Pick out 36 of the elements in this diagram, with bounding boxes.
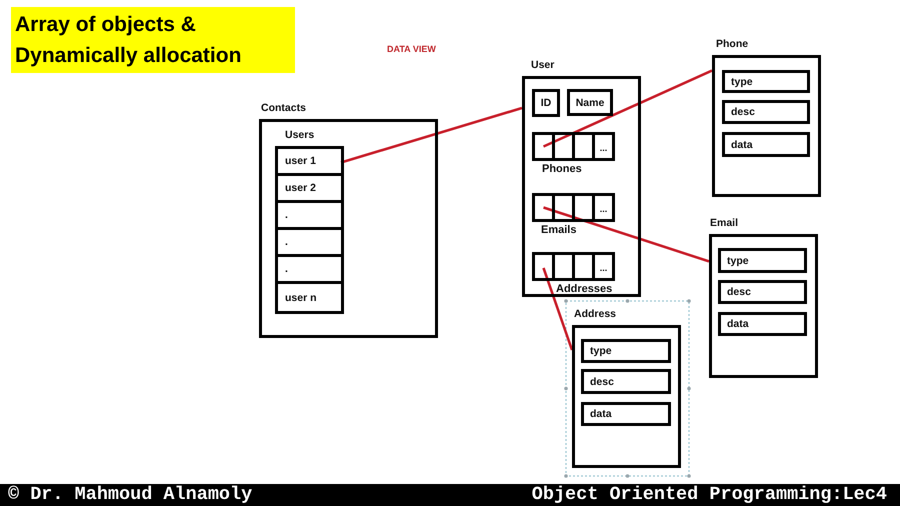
array-label: Phones [542,163,582,175]
member-field: Name [567,89,613,116]
member-field: desc [722,100,810,124]
ellipsis-text: ... [598,203,608,216]
member-field: data [581,402,671,426]
member-field: type [722,70,810,93]
member-field: type [718,248,807,273]
course-label: Object Oriented Programming:Lec4 [532,484,887,506]
box-heading: Contacts [261,102,306,114]
member-field: desc [581,369,671,394]
connector-line [543,206,710,263]
member-field: desc [718,280,807,304]
section-label: DATA VIEW [387,44,436,55]
box-heading: Email [710,217,738,229]
connector-line [340,106,522,164]
member-field: type [581,339,671,363]
box-heading: Phone [716,38,748,50]
list-entry: user 2 [278,176,341,203]
list-entry: user n [278,284,341,311]
author-credit: © Dr. Mahmoud Alnamoly [8,484,252,506]
ellipsis-text: ... [598,142,608,155]
member-field: data [722,132,810,157]
list-entry: . [278,203,341,230]
ellipsis-text: ... [598,262,608,275]
connector-line [542,267,574,350]
box-heading: Users [285,129,314,141]
array-label: Addresses [556,283,612,295]
member-field: data [718,312,807,336]
box-heading: Address [574,308,616,320]
member-field: ID [532,89,560,117]
list-entry: . [278,257,341,284]
array-label: Emails [541,224,576,236]
box-heading: User [531,59,554,71]
slide-title: Array of objects & Dynamically allocation [11,7,295,73]
list-entry: . [278,230,341,257]
list-entry: user 1 [278,149,341,176]
